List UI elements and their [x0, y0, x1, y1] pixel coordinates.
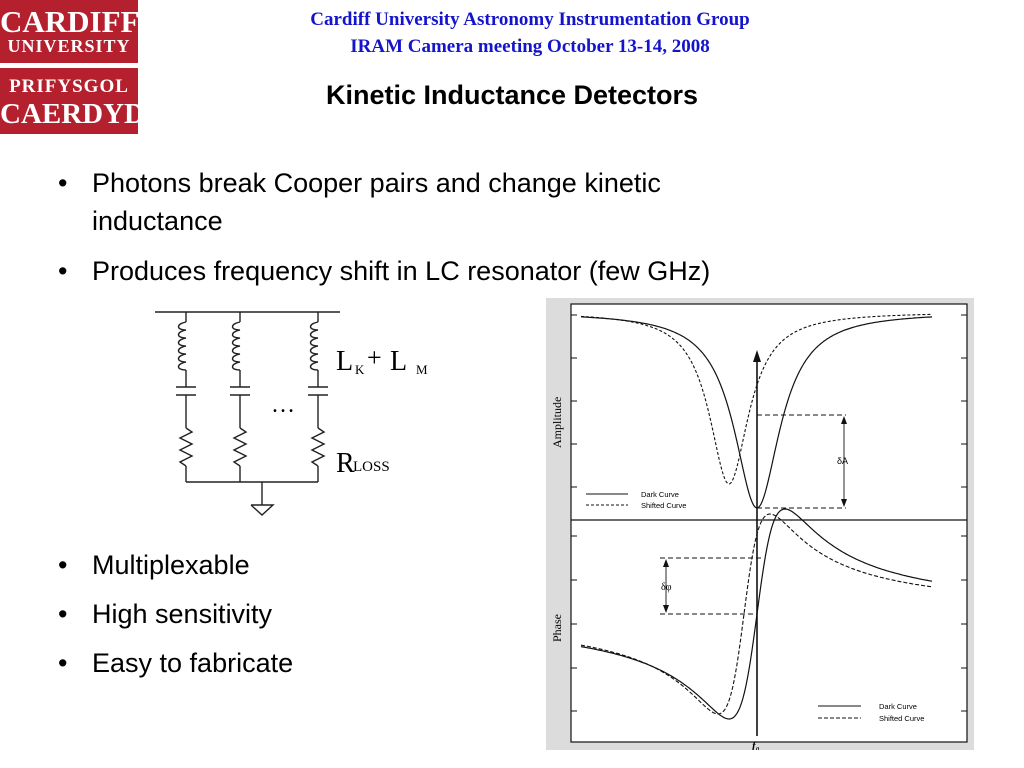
logo-text-university: UNIVERSITY	[7, 36, 131, 56]
plus-sign: +	[367, 343, 382, 372]
phase-axis-label: Phase	[550, 614, 564, 642]
axis-ticks	[571, 314, 967, 712]
bullet-text: Produces frequency shift in LC resonator…	[92, 256, 711, 286]
amplitude-legend: Dark Curve Shifted Curve	[586, 490, 686, 510]
bullet-dot: •	[58, 168, 68, 198]
legend-dark: Dark Curve	[879, 702, 917, 711]
f0-label: f₀	[752, 740, 760, 750]
bullet-dot: •	[58, 256, 68, 286]
bullet-dot: •	[58, 550, 68, 580]
resonator-circuit-diagram: L K + L M … R LOSS	[155, 311, 428, 516]
amplitude-axis-label: Amplitude	[550, 397, 564, 448]
bullet-text: inductance	[92, 206, 223, 236]
phase-legend: Dark Curve Shifted Curve	[818, 702, 924, 723]
prifysgol-caerdydd-logo: PRIFYSGOL CAERDYDD	[0, 68, 166, 134]
inductance-k-subscript: K	[355, 362, 365, 377]
lc-branch	[230, 312, 250, 482]
logo-text-cardiff: CARDIFF	[0, 4, 140, 39]
bullet-text: Multiplexable	[92, 550, 250, 580]
phase-shifted-curve	[580, 513, 933, 715]
lc-branch	[308, 312, 328, 482]
header-meeting: IRAM Camera meeting October 13-14, 2008	[350, 36, 710, 57]
ground-symbol	[250, 482, 275, 516]
slide-title: Kinetic Inductance Detectors	[325, 80, 699, 110]
bullet-text: Easy to fabricate	[92, 648, 294, 678]
cardiff-university-logo: CARDIFF UNIVERSITY	[0, 0, 140, 63]
inductance-m-subscript: M	[416, 362, 428, 377]
lc-branch	[176, 312, 196, 482]
bullet-dot: •	[58, 599, 68, 629]
inductance-label: L	[336, 346, 353, 377]
bullet-dot: •	[58, 648, 68, 678]
f0-marker	[753, 350, 761, 736]
inductance-m-label: L	[390, 346, 407, 377]
bullet-text: High sensitivity	[92, 599, 273, 629]
bullet-text: Photons break Cooper pairs and change ki…	[92, 168, 661, 198]
ellipsis: …	[271, 392, 295, 418]
resistor-label: R	[336, 448, 355, 479]
resistor-subscript: LOSS	[353, 459, 390, 475]
logo-text-prifysgol: PRIFYSGOL	[9, 76, 129, 97]
delta-a-label: δA	[837, 456, 848, 466]
legend-shifted: Shifted Curve	[879, 714, 924, 723]
delta-a-annotation	[757, 414, 847, 509]
resonance-plot: δA δφ Amplitude Phase f₀ Dark Curve Shif…	[546, 298, 974, 750]
delta-phi-annotation	[660, 557, 763, 615]
plot-frame	[570, 303, 968, 743]
delta-phi-label: δφ	[661, 582, 672, 593]
legend-dark: Dark Curve	[641, 490, 679, 499]
legend-shifted: Shifted Curve	[641, 501, 686, 510]
header-group-name: Cardiff University Astronomy Instrumenta…	[310, 9, 750, 30]
